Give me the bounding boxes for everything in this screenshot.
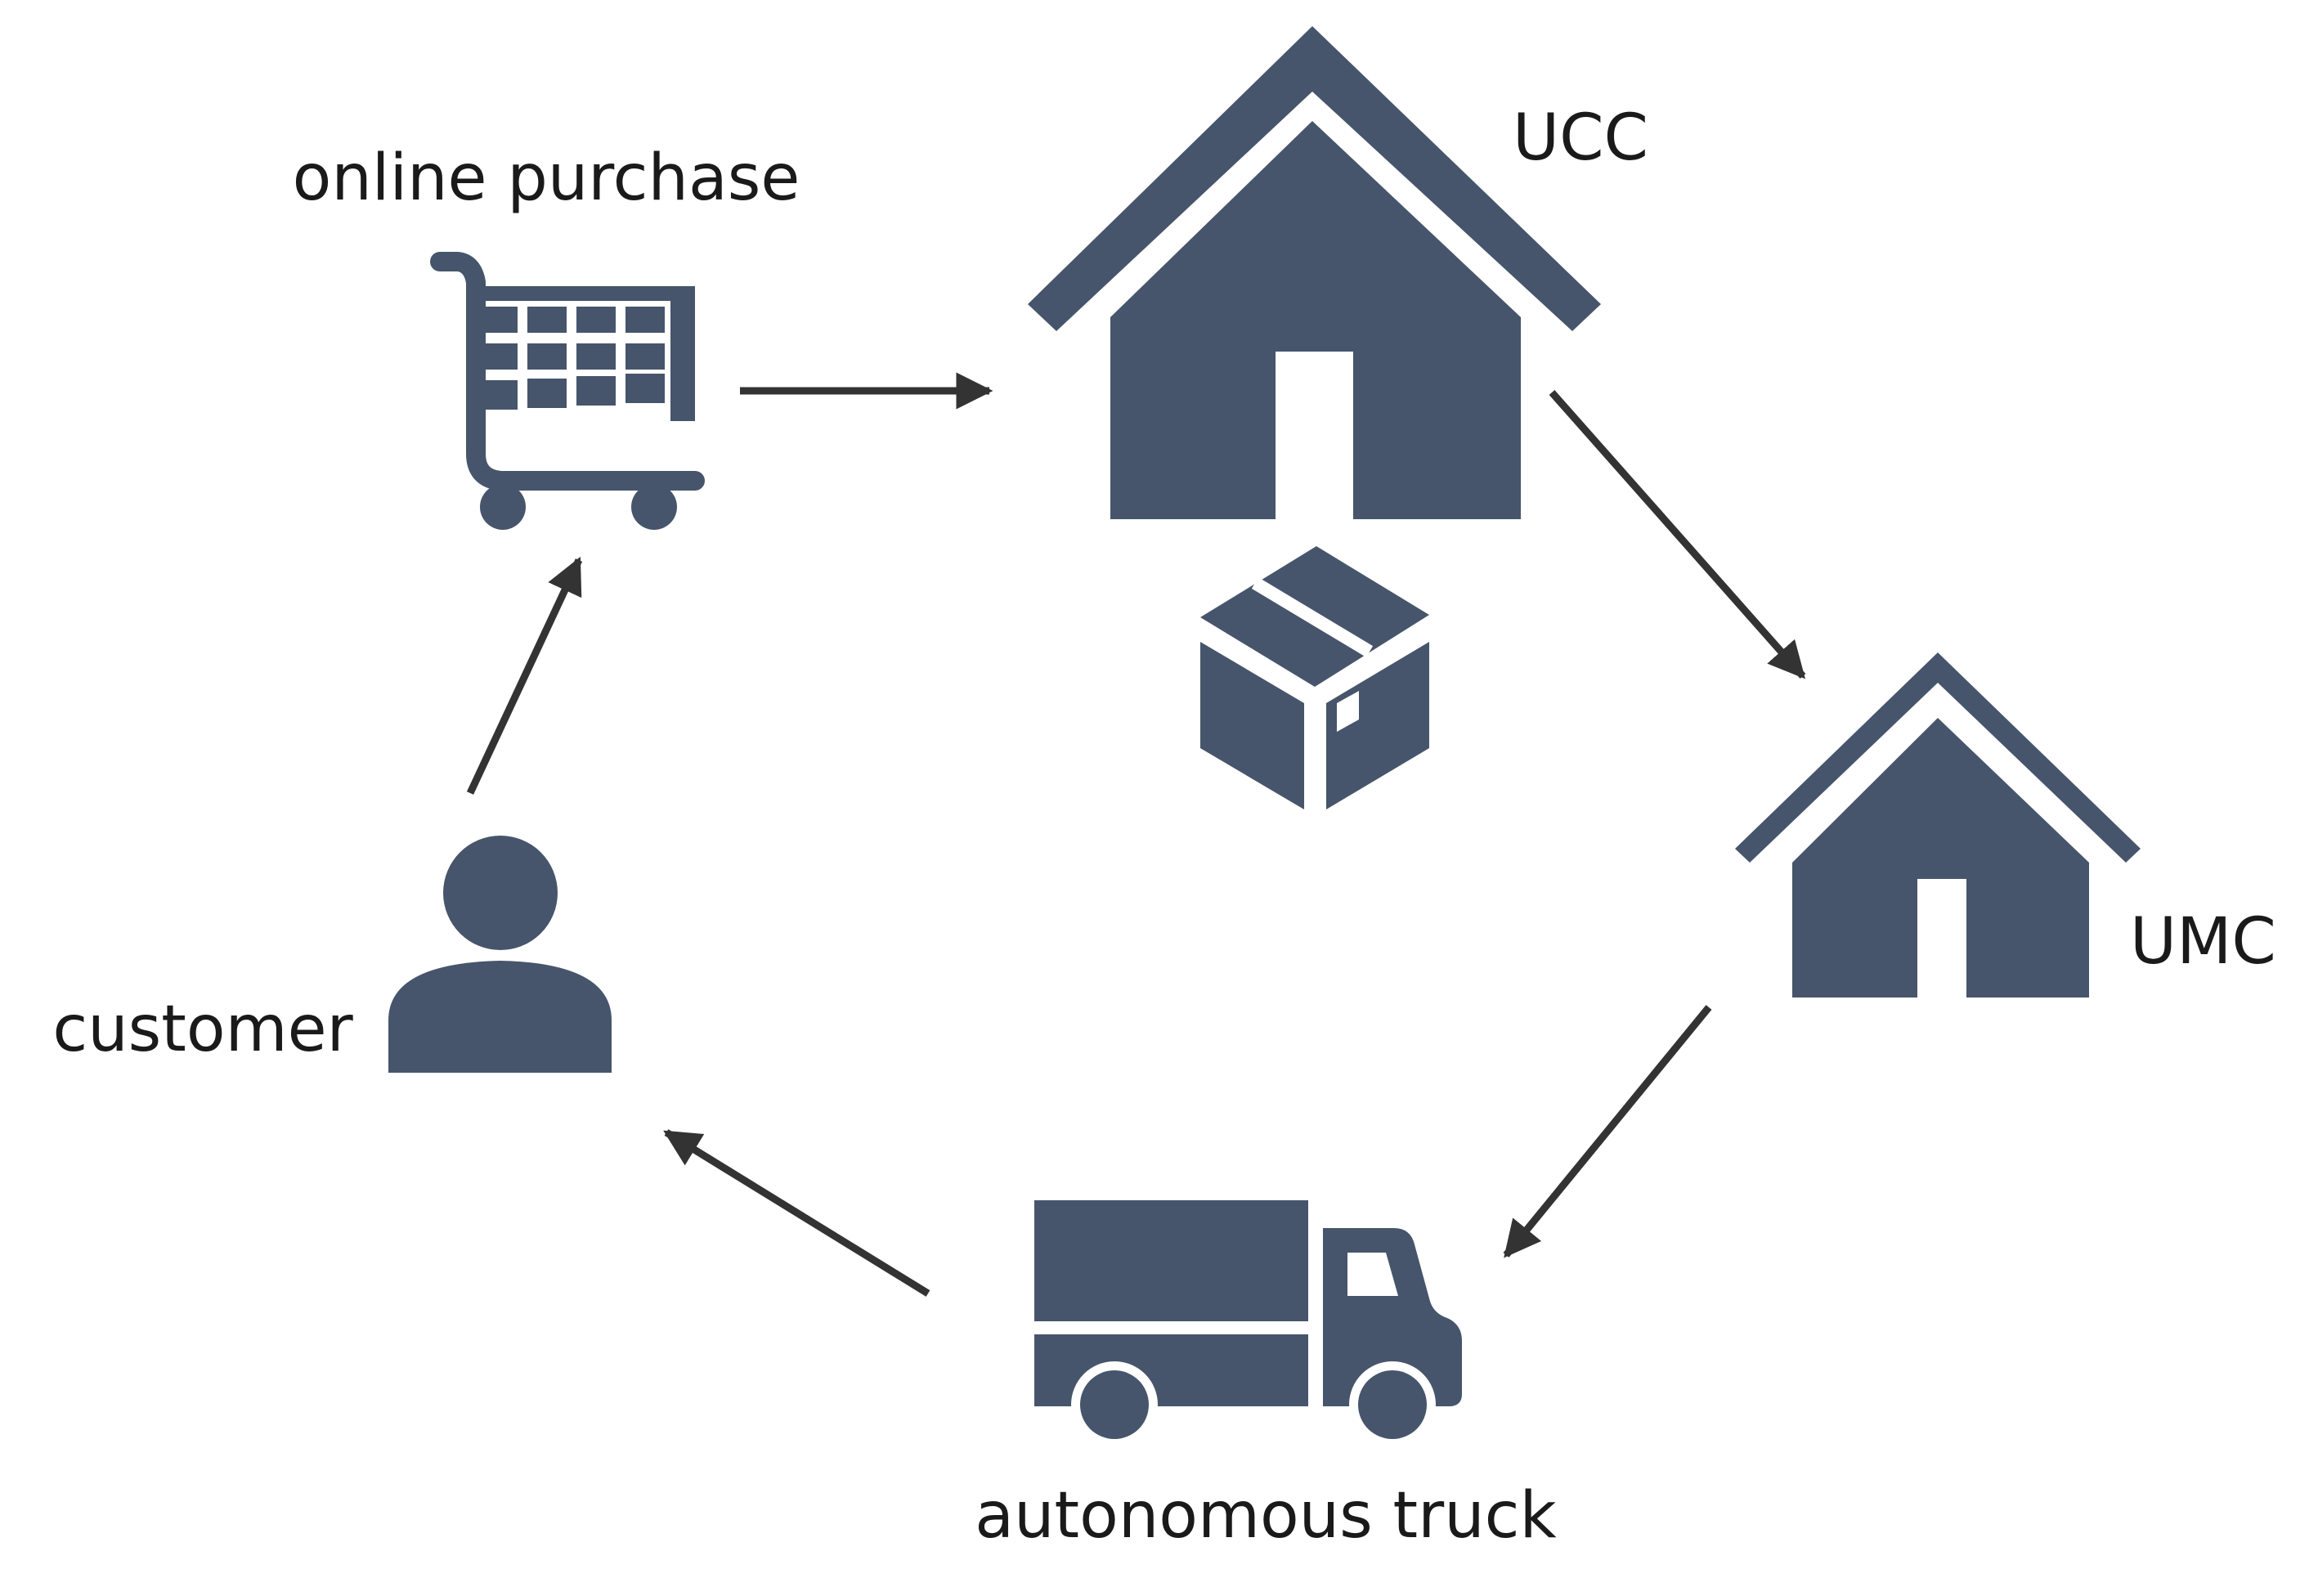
arrow-ucc-to-umc (1549, 390, 1806, 679)
person-icon (388, 836, 612, 1073)
autonomous-truck-label: autonomous truck (975, 1479, 1556, 1553)
arrow-umc-to-truck (1503, 1005, 1712, 1258)
large-house-icon (1028, 26, 1601, 519)
package-box-icon (1200, 546, 1429, 809)
small-house-icon (1735, 652, 2141, 998)
arrow-truck-to-customer (663, 1129, 930, 1297)
umc-label: UMC (2130, 905, 2276, 979)
online-purchase-label: online purchase (293, 141, 800, 215)
arrow-customer-to-purchase (466, 556, 583, 795)
customer-label: customer (52, 993, 353, 1066)
ucc-label: UCC (1513, 101, 1648, 175)
delivery-truck-icon (1034, 1200, 1462, 1448)
shopping-cart-icon (430, 252, 705, 530)
